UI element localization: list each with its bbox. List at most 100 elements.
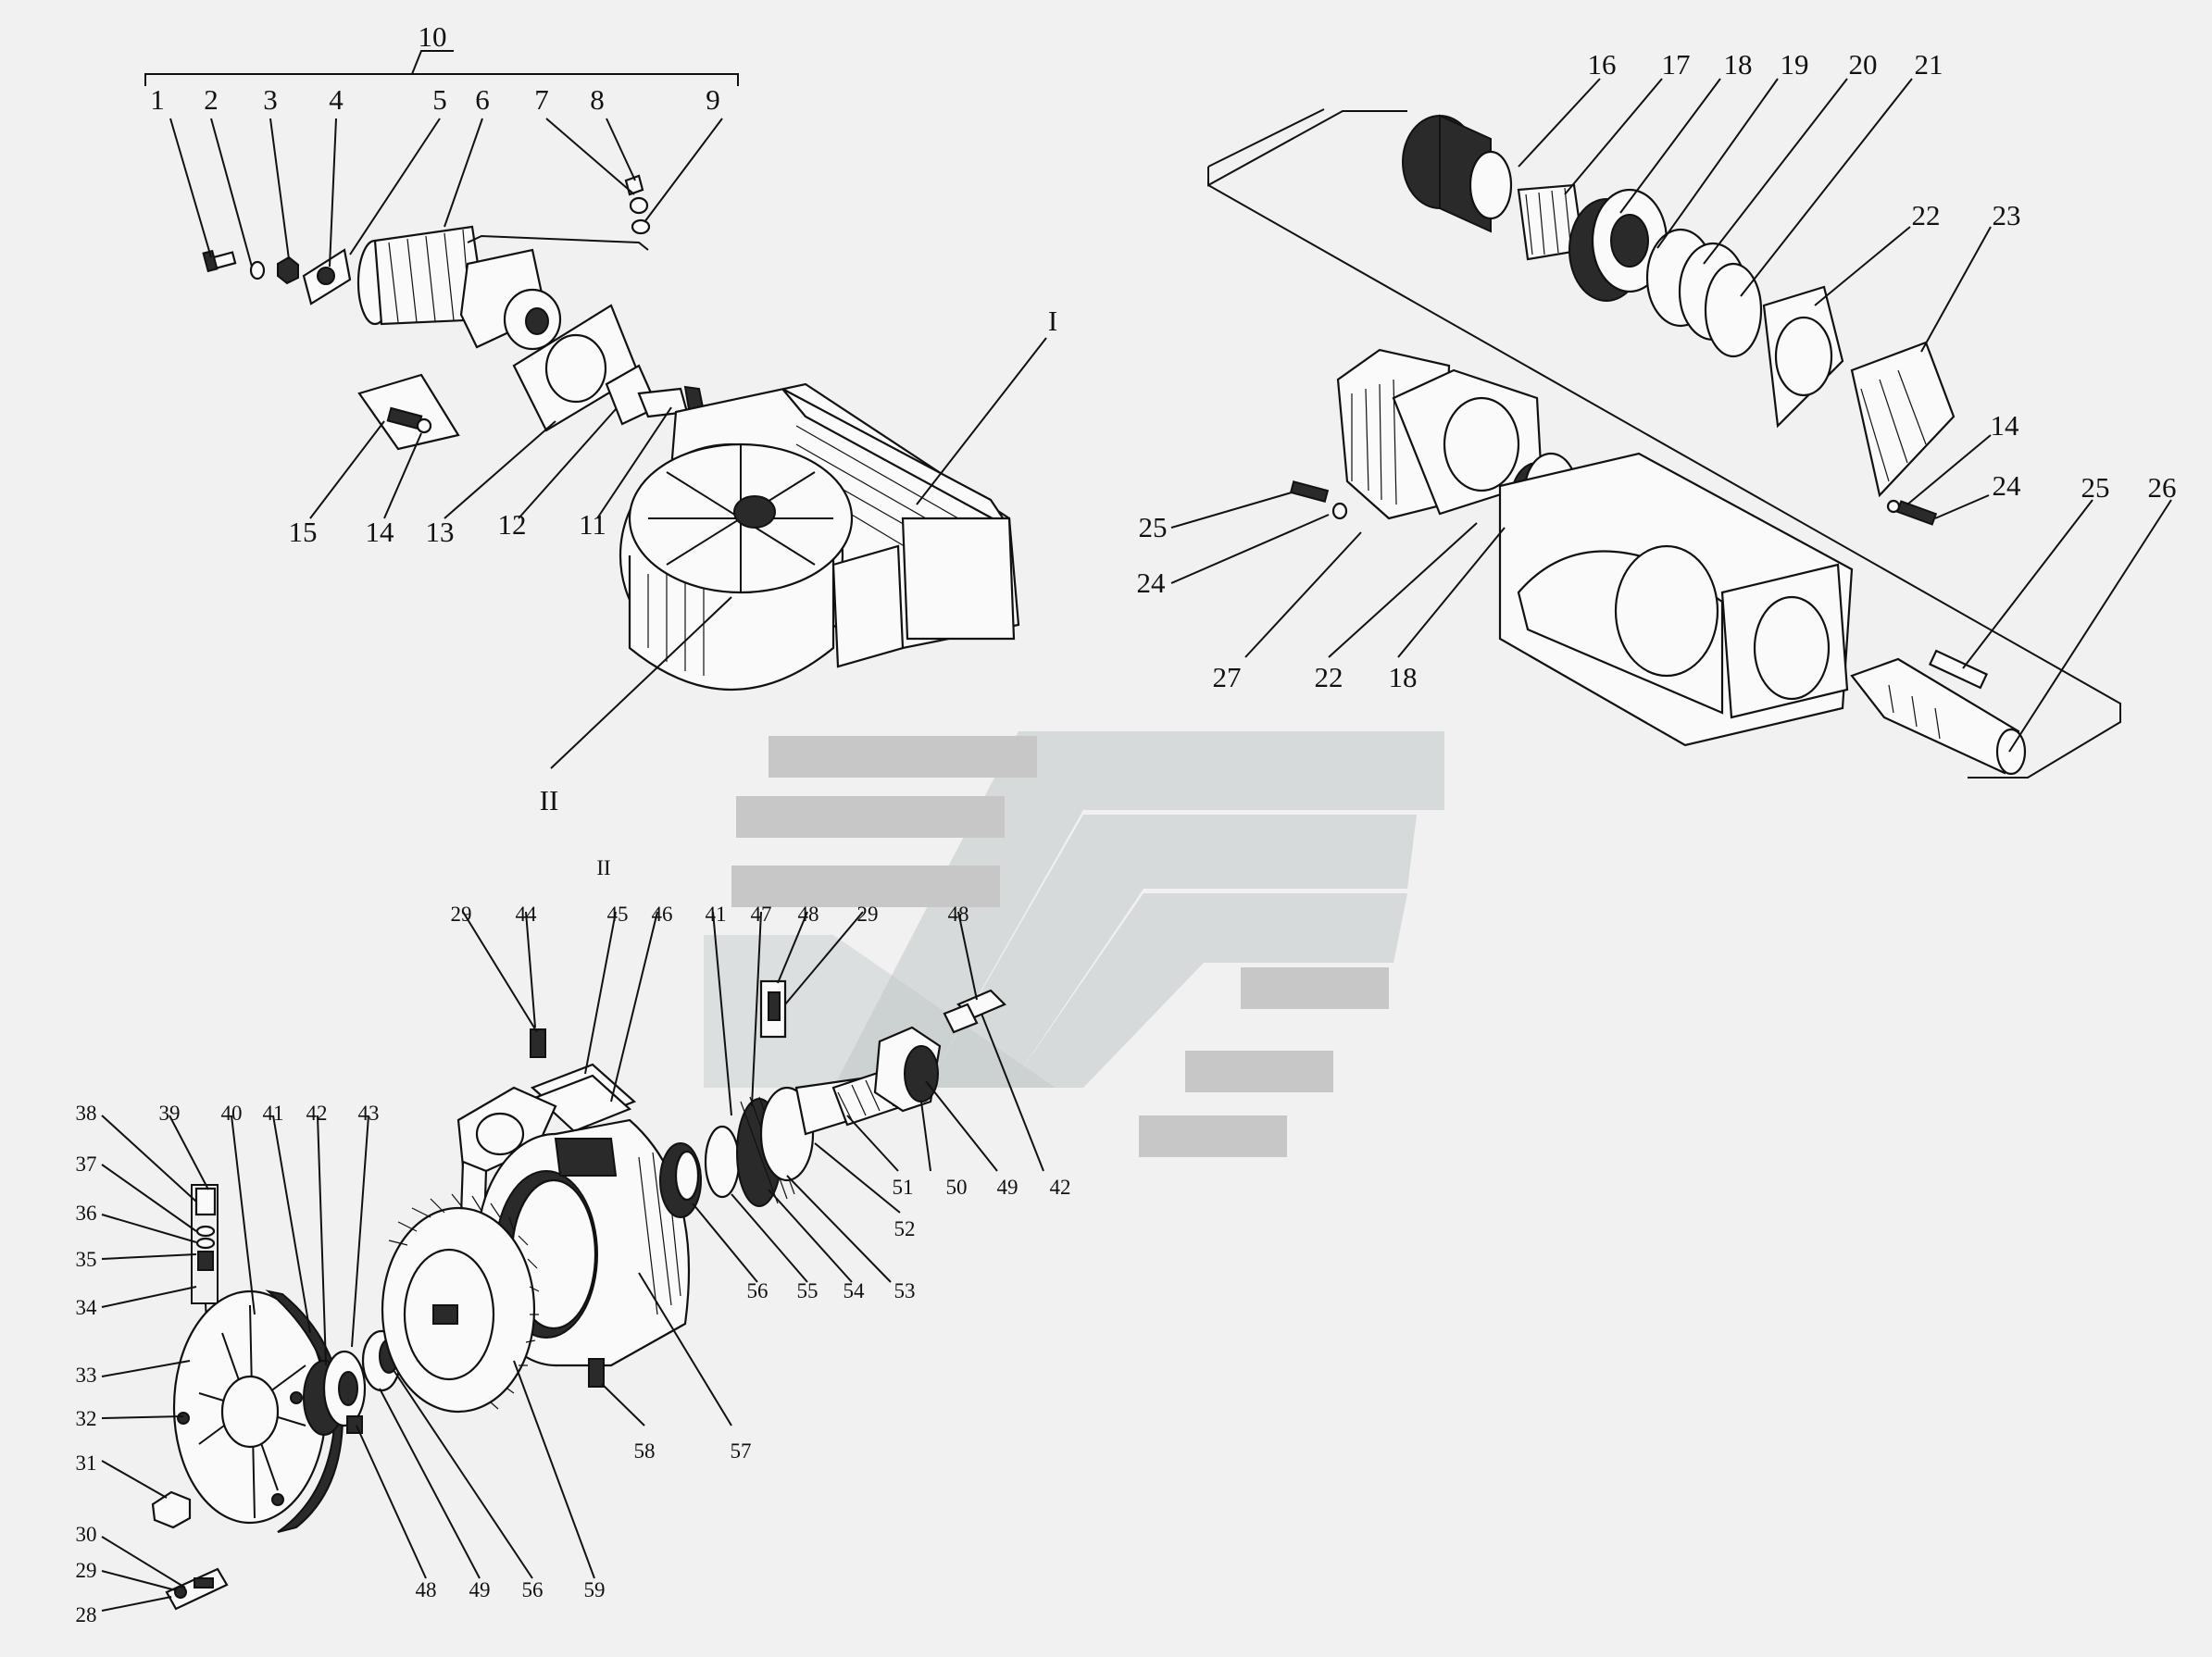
callout-37: 37 xyxy=(76,1152,97,1176)
watermark-stripe xyxy=(736,796,1005,838)
worm-16 xyxy=(1402,114,1513,233)
callout-23: 23 xyxy=(1993,199,2021,231)
callout-51: 51 xyxy=(893,1176,914,1199)
callout-43: 43 xyxy=(358,1102,380,1125)
callout-32: 32 xyxy=(76,1407,97,1430)
bolt-48-group xyxy=(759,979,787,1039)
bolt-24 xyxy=(1895,500,1938,526)
callout-59: 59 xyxy=(584,1578,606,1601)
callout-33: 33 xyxy=(76,1364,97,1387)
coupling-50 xyxy=(873,1026,942,1113)
gearbox-housing xyxy=(619,382,1020,691)
callout-25: 25 xyxy=(1139,511,1168,543)
washer-7 xyxy=(629,196,649,215)
callout-38: 38 xyxy=(76,1102,97,1125)
key-48 xyxy=(346,1415,363,1434)
callout-6: 6 xyxy=(475,83,490,116)
cover-33 xyxy=(172,1289,344,1533)
plate-42 xyxy=(943,1003,979,1034)
callout-9: 9 xyxy=(706,83,720,116)
bolt-29 xyxy=(530,1028,546,1058)
washer-14 xyxy=(1886,499,1901,514)
callout-14: 14 xyxy=(1991,409,2020,442)
ring-21 xyxy=(1704,262,1763,358)
callout-56: 56 xyxy=(522,1578,544,1601)
callout-48: 48 xyxy=(948,903,969,926)
callout-41: 41 xyxy=(706,903,727,926)
callout-52: 52 xyxy=(894,1217,916,1240)
bolt-25 xyxy=(1289,480,1330,503)
callout-48: 48 xyxy=(416,1578,437,1601)
callout-44: 44 xyxy=(516,903,538,926)
callout-54: 54 xyxy=(844,1279,866,1302)
callout-39: 39 xyxy=(159,1102,181,1125)
callout-19: 19 xyxy=(1781,48,1809,81)
motor-assembly-group xyxy=(144,50,1047,769)
callout-47: 47 xyxy=(751,903,772,926)
callout-28: 28 xyxy=(76,1603,97,1626)
callout-30: 30 xyxy=(76,1523,97,1546)
callout-57: 57 xyxy=(731,1439,752,1463)
callout-2: 2 xyxy=(204,83,219,116)
callout-26: 26 xyxy=(2148,471,2177,504)
callout-50: 50 xyxy=(946,1176,968,1199)
callout-7: 7 xyxy=(534,83,549,116)
bottom-left-group xyxy=(101,1115,595,1612)
gasket-46 xyxy=(534,1074,632,1133)
callout-36: 36 xyxy=(76,1202,97,1225)
watermark-logo xyxy=(704,731,1444,1157)
watermark-left-arm xyxy=(704,935,1056,1088)
callout-45: 45 xyxy=(607,903,629,926)
assembly-label-II: II xyxy=(540,784,559,816)
bolt-1 xyxy=(202,249,237,273)
callout-34: 34 xyxy=(76,1296,98,1319)
callout-18: 18 xyxy=(1724,48,1753,81)
callout-56: 56 xyxy=(747,1279,769,1302)
callout-41: 41 xyxy=(263,1102,284,1125)
callout-40: 40 xyxy=(221,1102,243,1125)
bearing-18 xyxy=(1568,188,1668,302)
callout-1: 1 xyxy=(150,83,165,116)
callout-46: 46 xyxy=(652,903,673,926)
shaft-26 xyxy=(1850,657,2027,776)
cover-23 xyxy=(1850,341,1956,498)
watermark-stripe xyxy=(1241,967,1389,1009)
bushing-42 xyxy=(303,1350,367,1436)
motor-6 xyxy=(356,225,562,351)
gearbox-main-housing xyxy=(1498,452,1854,747)
callout-42: 42 xyxy=(306,1102,328,1125)
watermark-stripe xyxy=(769,736,1037,778)
callout-29: 29 xyxy=(451,903,472,926)
section-label-II: II xyxy=(596,856,610,879)
callout-21: 21 xyxy=(1915,48,1943,81)
watermark-chevron-inner xyxy=(1009,893,1407,1088)
washer-2 xyxy=(249,260,266,280)
assembly-label-I: I xyxy=(1048,305,1057,337)
callout-20: 20 xyxy=(1849,48,1878,81)
callout-17: 17 xyxy=(1662,48,1691,81)
callout-group-10: 10 xyxy=(419,20,447,53)
callout-24: 24 xyxy=(1993,469,2022,502)
callout-4: 4 xyxy=(329,83,344,116)
callout-27: 27 xyxy=(1213,661,1242,693)
watermark-chevron-middle xyxy=(926,815,1417,1088)
bolt-58 xyxy=(588,1358,605,1388)
callout-29: 29 xyxy=(76,1559,97,1582)
callout-31: 31 xyxy=(76,1451,97,1475)
callout-8: 8 xyxy=(590,83,605,116)
nut-3 xyxy=(277,255,299,285)
callout-11: 11 xyxy=(579,508,606,541)
callout-48: 48 xyxy=(798,903,819,926)
valve-box xyxy=(191,1184,219,1304)
watermark-stripe xyxy=(1139,1115,1287,1157)
callout-12: 12 xyxy=(498,508,527,541)
callout-18: 18 xyxy=(1389,661,1418,693)
key-25 xyxy=(1928,649,1989,690)
gasket-22 xyxy=(1762,285,1844,429)
callout-49: 49 xyxy=(997,1176,1019,1199)
callout-16: 16 xyxy=(1588,48,1617,81)
gear-59 xyxy=(381,1193,540,1414)
callout-53: 53 xyxy=(894,1279,916,1302)
bearing-56 xyxy=(659,1142,702,1218)
